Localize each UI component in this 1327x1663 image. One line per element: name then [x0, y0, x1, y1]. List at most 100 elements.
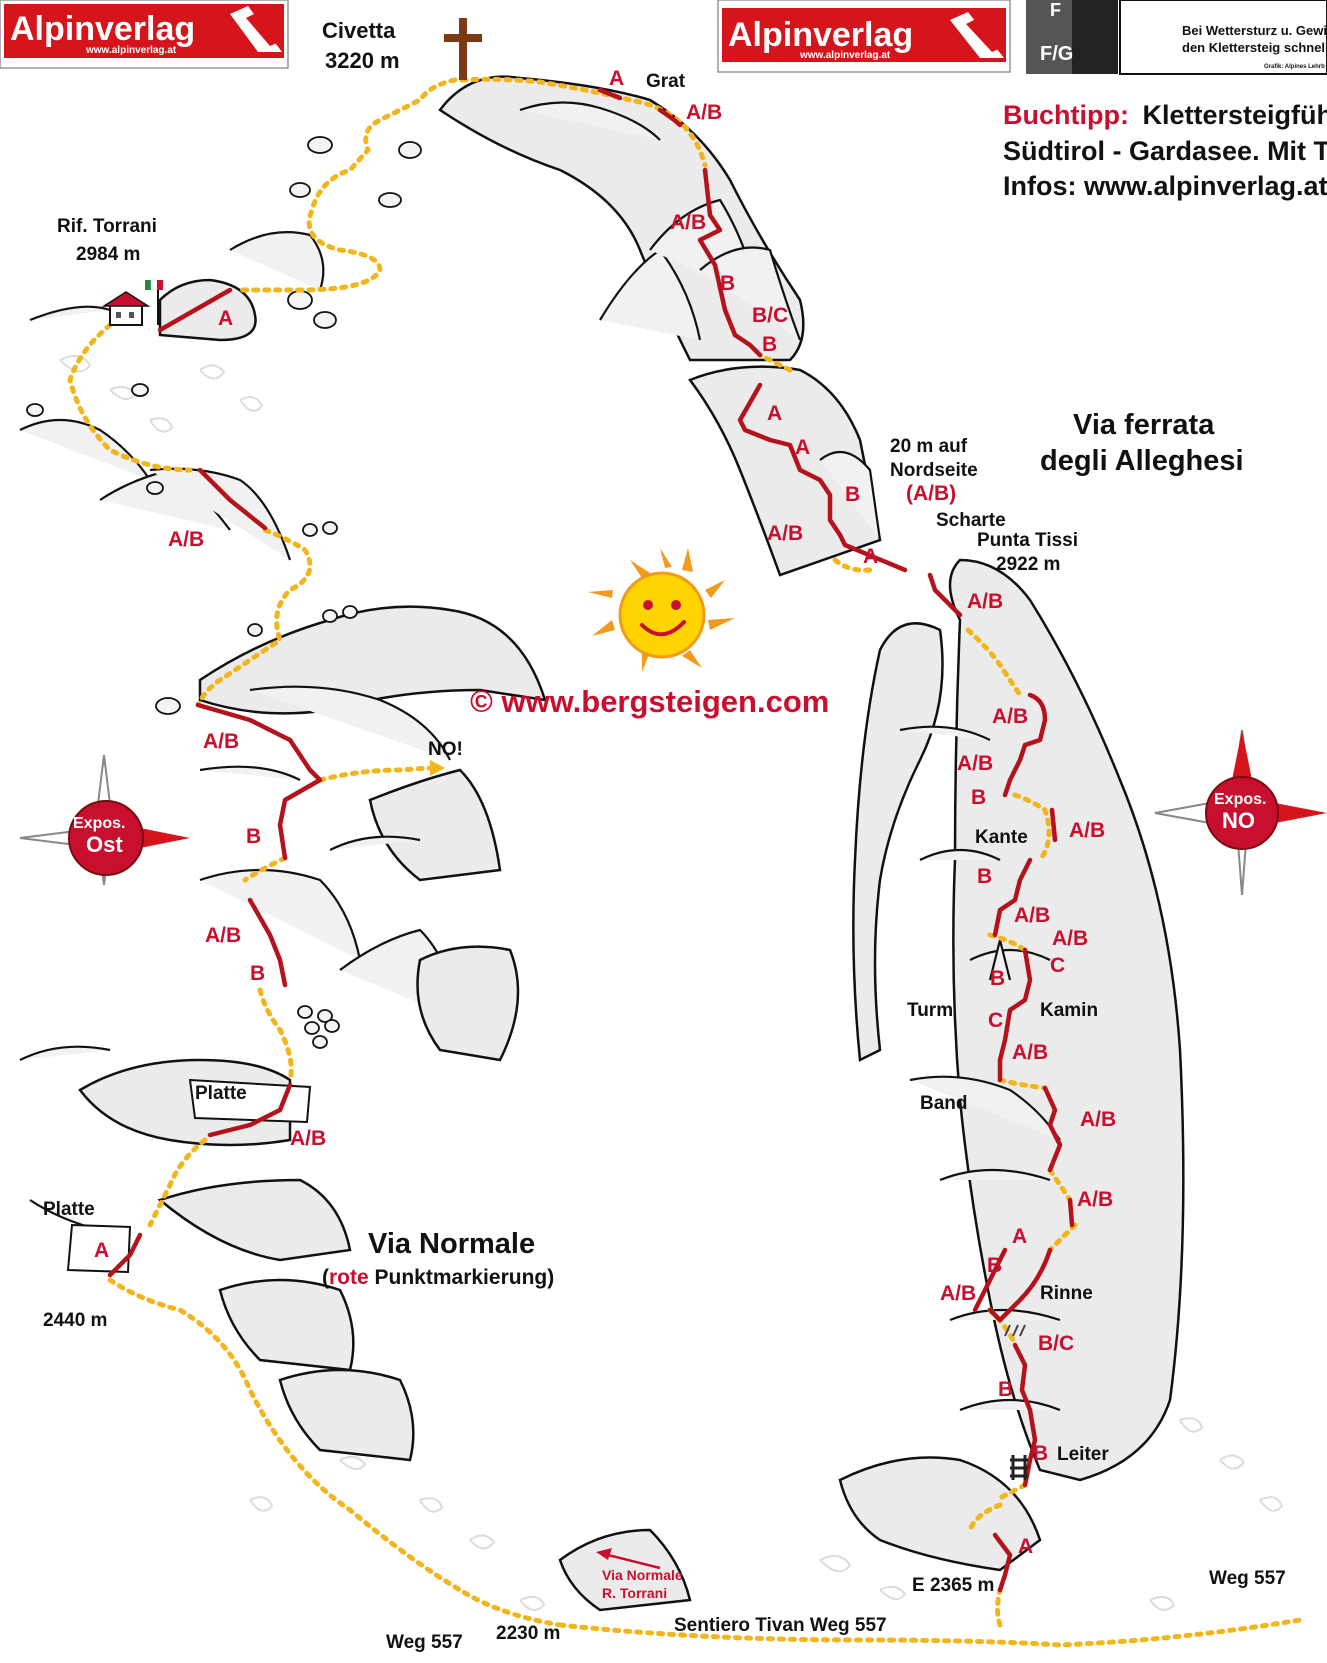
- grade-label: A/B: [1069, 819, 1105, 842]
- label-kamin: Kamin: [1040, 1000, 1098, 1021]
- expos-left-value: Ost: [86, 832, 123, 857]
- grade-label: B: [762, 333, 777, 356]
- normale-title: Via Normale: [368, 1228, 535, 1260]
- logo-left-url: www.alpinverlag.at: [85, 45, 177, 56]
- grade-label: A: [609, 67, 624, 90]
- book-tip-line1: Buchtipp: Klettersteigführer: [1003, 100, 1327, 130]
- grade-label: A/B: [1014, 904, 1050, 927]
- label-sentiero: Sentiero Tivan Weg 557: [674, 1615, 887, 1636]
- normale-subtitle: (rote Punktmarkierung): [322, 1266, 554, 1289]
- grade-label: B: [971, 786, 986, 809]
- stones: [27, 137, 421, 1048]
- grade-label: A/B: [1012, 1041, 1048, 1064]
- summit-elevation: 3220 m: [325, 48, 400, 73]
- alpinverlag-logo-left: Alpinverlag www.alpinverlag.at: [0, 0, 288, 68]
- grade-label: A/B: [957, 752, 993, 775]
- summit-name: Civetta: [322, 18, 396, 43]
- grade-label: A/B: [168, 528, 204, 551]
- legend-grade-fg: F/G: [1040, 43, 1073, 65]
- grade-label: C: [988, 1009, 1003, 1032]
- grade-label: A/B: [967, 590, 1003, 613]
- ferrata-title-line1: Via ferrata: [1073, 409, 1215, 441]
- grade-legend: F F/G Bei Wettersturz u. Gewit den Klett…: [1026, 0, 1327, 74]
- book-tip: Buchtipp: Klettersteigführer Südtirol - …: [1003, 100, 1327, 201]
- grade-label: B: [250, 962, 265, 985]
- label-nordseite-grade: (A/B): [906, 482, 956, 505]
- grade-label: A: [863, 545, 878, 568]
- logo-center-text: Alpinverlag: [728, 16, 913, 54]
- expos-right-label: Expos.: [1214, 791, 1266, 808]
- grade-label: C: [1050, 954, 1065, 977]
- grade-label: B: [987, 1254, 1002, 1277]
- legend-credit: Grafik: Alpines Lehrb: [1264, 64, 1325, 70]
- logo-center-url: www.alpinverlag.at: [799, 50, 891, 61]
- label-kante: Kante: [975, 827, 1028, 848]
- legend-warning-line2: den Klettersteig schnell: [1182, 40, 1327, 55]
- grade-label: A: [94, 1239, 109, 1262]
- summit-rocks: [440, 77, 880, 575]
- grade-label: A/B: [686, 101, 722, 124]
- grade-label: B: [246, 825, 261, 848]
- summit-cross-icon: [444, 18, 482, 80]
- expos-left-label: Expos.: [73, 815, 125, 832]
- grade-label: A/B: [940, 1282, 976, 1305]
- label-nordseite-2: Nordseite: [890, 460, 978, 481]
- label-weg-right: Weg 557: [1209, 1568, 1286, 1589]
- grade-label: A: [1018, 1535, 1033, 1558]
- grade-label: A/B: [1052, 927, 1088, 950]
- label-grat: Grat: [646, 71, 686, 92]
- grade-label: B: [977, 865, 992, 888]
- grade-label: A/B: [205, 924, 241, 947]
- label-start-e: E 2365 m: [912, 1575, 994, 1596]
- hut-name: Rif. Torrani: [57, 216, 157, 237]
- grade-label: B: [990, 967, 1005, 990]
- grade-label: B: [998, 1378, 1013, 1401]
- grade-label: A/B: [670, 211, 706, 234]
- grade-label: B: [845, 483, 860, 506]
- grade-label: A/B: [290, 1127, 326, 1150]
- copyright: © www.bergsteigen.com: [470, 684, 829, 719]
- label-elev-2230: 2230 m: [496, 1623, 560, 1644]
- label-nordseite-1: 20 m auf: [890, 436, 968, 457]
- label-torrani-2: R. Torrani: [602, 1585, 667, 1601]
- grade-label: A/B: [1077, 1188, 1113, 1211]
- label-weg-left: Weg 557: [386, 1632, 463, 1653]
- grade-label: A: [218, 307, 233, 330]
- grade-label: A: [795, 436, 810, 459]
- normale-rocks: [20, 232, 690, 1610]
- grade-label: A/B: [767, 522, 803, 545]
- grade-label: B: [1033, 1442, 1048, 1465]
- label-leiter: Leiter: [1057, 1444, 1109, 1465]
- grade-label: A: [1012, 1225, 1027, 1248]
- label-punta-tissi-elevation: 2922 m: [996, 554, 1060, 575]
- expos-right-value: NO: [1222, 808, 1255, 833]
- alpinverlag-logo-center: Alpinverlag www.alpinverlag.at: [718, 0, 1010, 72]
- sun-icon: [588, 548, 735, 672]
- label-band: Band: [920, 1093, 968, 1114]
- grade-label: A: [767, 402, 782, 425]
- grade-label: B/C: [752, 304, 788, 327]
- label-platte-upper: Platte: [195, 1083, 247, 1104]
- label-rinne: Rinne: [1040, 1283, 1093, 1304]
- ferrata-title-line2: degli Alleghesi: [1040, 445, 1244, 477]
- label-elev-2440: 2440 m: [43, 1310, 107, 1331]
- label-platte-lower: Platte: [43, 1199, 95, 1220]
- label-punta-tissi: Punta Tissi: [977, 530, 1078, 551]
- grade-label: A/B: [992, 705, 1028, 728]
- grade-label: B: [720, 272, 735, 295]
- grade-label: A/B: [1080, 1108, 1116, 1131]
- label-no-warning: NO!: [428, 739, 463, 760]
- hut-icon: [104, 280, 163, 325]
- book-tip-line3: Infos: www.alpinverlag.at: [1003, 171, 1327, 201]
- grade-label: A/B: [203, 730, 239, 753]
- legend-grade-f: F: [1050, 0, 1061, 20]
- label-torrani-1: Via Normale: [602, 1567, 683, 1583]
- logo-left-text: Alpinverlag: [10, 10, 195, 48]
- hut-elevation: 2984 m: [76, 244, 140, 265]
- legend-warning-line1: Bei Wettersturz u. Gewit: [1182, 23, 1327, 38]
- label-turm: Turm: [907, 1000, 953, 1021]
- book-tip-line2: Südtirol - Gardasee. Mit Topo: [1003, 136, 1327, 166]
- grade-label: B/C: [1038, 1332, 1074, 1355]
- label-scharte: Scharte: [936, 510, 1006, 531]
